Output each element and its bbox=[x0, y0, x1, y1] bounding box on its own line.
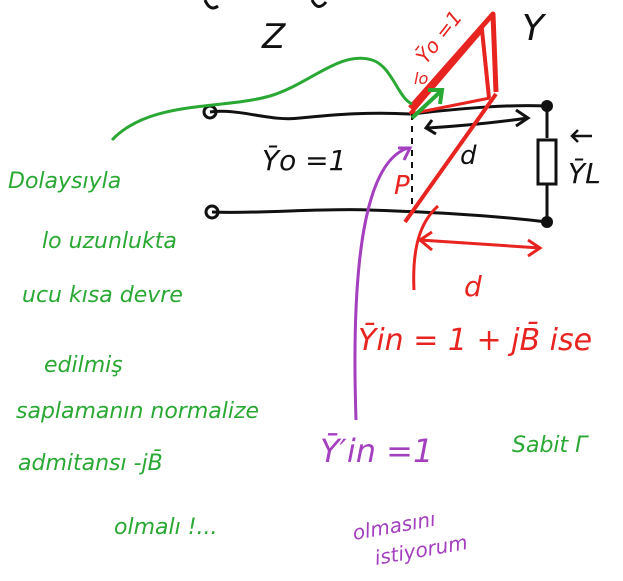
green-arrow bbox=[410, 90, 442, 120]
distance-arrow-top bbox=[427, 116, 529, 130]
distance-arrow-bottom-left-head bbox=[417, 230, 433, 252]
purple-arrow-head-icon bbox=[398, 146, 413, 161]
load-arrow-icon bbox=[570, 129, 592, 143]
label-z: Z bbox=[261, 17, 286, 57]
green-note-line-7: olmalı !... bbox=[114, 515, 218, 540]
label-point-p: P bbox=[394, 171, 410, 201]
distance-arrow-top-right-head bbox=[515, 108, 531, 128]
green-note-line-5: saplamanın normalize bbox=[16, 399, 259, 424]
top-scribble-mid bbox=[310, 0, 328, 8]
top-scribble-left bbox=[203, 0, 219, 10]
label-stub-length: lo bbox=[414, 69, 428, 88]
green-note-line-4: edilmiş bbox=[44, 353, 123, 378]
green-note-line-6: admitansı -jB̄ bbox=[18, 450, 163, 476]
label-yin-condition: Ȳin = 1 + jB̄ ise bbox=[358, 322, 592, 358]
red-curve bbox=[412, 204, 440, 291]
line-top-conductor bbox=[209, 104, 548, 121]
load-resistor bbox=[536, 138, 558, 186]
green-note-line-1: Dolaysıyla bbox=[8, 169, 121, 194]
distance-arrow-top-left-head bbox=[423, 119, 437, 136]
label-y: Y bbox=[522, 8, 547, 49]
green-note-line-2: lo uzunlukta bbox=[42, 229, 177, 254]
stub-inner bbox=[408, 25, 491, 116]
green-pointer bbox=[110, 56, 413, 142]
red-diagonal bbox=[403, 92, 498, 224]
purple-pointer bbox=[353, 146, 409, 421]
green-note-line-3: ucu kısa devre bbox=[22, 283, 183, 308]
label-constant-gamma: Sabit Γ bbox=[512, 433, 589, 458]
green-arrow-head-icon bbox=[428, 88, 445, 105]
terminal-bottom-left bbox=[204, 204, 220, 220]
label-distance-top: d bbox=[460, 141, 477, 171]
distance-arrow-bottom bbox=[419, 238, 541, 250]
distance-arrow-bottom-right-head bbox=[527, 238, 543, 258]
stub-outline bbox=[408, 11, 499, 110]
label-yin-target: Ȳ′in =1 bbox=[320, 432, 433, 470]
stub-bottom bbox=[409, 96, 491, 116]
label-distance-bottom: d bbox=[464, 270, 482, 303]
label-load-admittance: ȲL bbox=[568, 157, 601, 190]
line-bottom-conductor bbox=[211, 208, 548, 224]
label-line-admittance: Ȳo =1 bbox=[262, 144, 346, 177]
